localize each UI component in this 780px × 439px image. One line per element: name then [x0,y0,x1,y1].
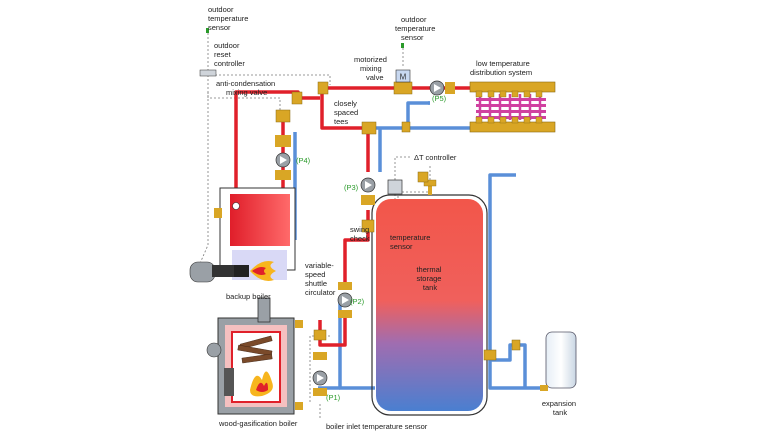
valve-letter: M [400,73,407,82]
labels: outdoor temperature sensor outdoor reset… [208,5,578,431]
anti-condensation-valve-label: anti-condensation mixing valve [216,79,277,97]
variable-speed-circulator-label: variable- speed shuttle circulator [305,261,336,297]
circulator-p4 [275,135,291,180]
outdoor-sensor-left-marker [206,28,209,33]
low-temp-distribution-label: low temperature distribution system [470,59,532,77]
outdoor-reset-controller-label: outdoor reset controller [214,41,245,68]
circulator-p3 [360,177,376,205]
distribution-manifold [469,81,556,133]
backup-boiler [189,187,296,283]
outdoor-sensor-right-marker [401,43,404,48]
outdoor-reset-controller-box [199,69,217,77]
circulator-p2 [337,282,353,318]
pump-label-p2: (P2) [350,297,365,306]
motorized-valve-body [393,81,413,95]
pump-label-p4: (P4) [296,156,311,165]
expansion-tank [540,331,577,391]
outdoor-sensor-left-label: outdoor temperature sensor [208,5,251,32]
swing-check-body [361,219,375,233]
motorized-valve-actuator: M [395,69,411,83]
closely-spaced-tees-label: closely spaced tees [334,99,360,126]
motorized-mixing-valve-label: motorized mixing valve [354,55,389,82]
wood-gasification-boiler-label: wood-gasification boiler [218,419,298,428]
backup-boiler-label: backup boiler [226,292,271,301]
anti-condensation-valve-body [275,109,291,123]
expansion-tank-label: expansion tank [542,399,578,417]
delta-t-controller-label: ΔT controller [414,153,457,162]
circulator-p1 [312,352,328,396]
circulator-p5 [429,80,455,96]
thermal-storage-tank-label: thermal storage tank [416,265,443,292]
temperature-sensor-label: temperature sensor [390,233,433,251]
pump-label-p5: (P5) [432,94,447,103]
swing-check-label: swing check [350,225,371,243]
cool-piping [293,101,545,390]
pump-label-p3: (P3) [344,183,359,192]
delta-t-controller-box [387,179,403,195]
thermal-storage-tank [371,179,488,416]
pump-label-p1: (P1) [326,393,341,402]
sensors [206,28,404,48]
outdoor-sensor-right-label: outdoor temperature sensor [395,15,438,42]
boiler-inlet-sensor-label: boiler inlet temperature sensor [326,422,428,431]
fittings [275,81,521,361]
wood-gasification-boiler [206,297,303,415]
